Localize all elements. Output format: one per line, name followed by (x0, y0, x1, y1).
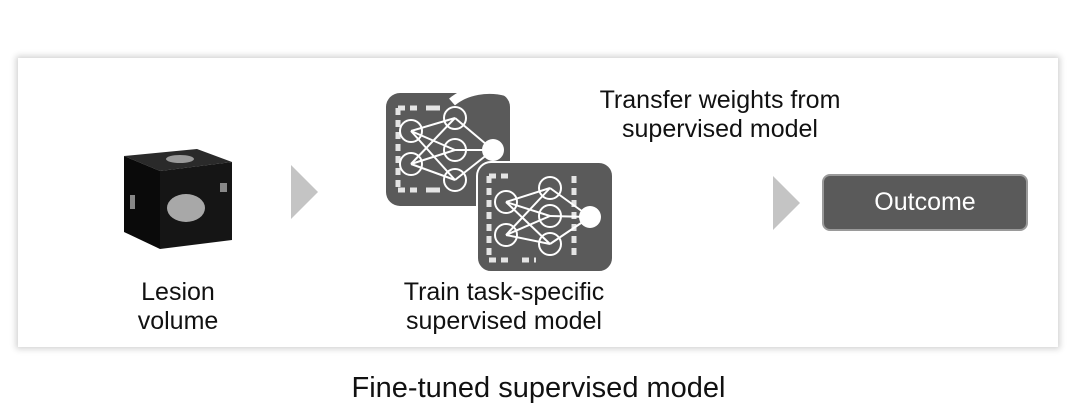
flow-arrow-2 (773, 176, 800, 230)
network-card-finetuned (476, 161, 614, 273)
outcome-box: Outcome (822, 174, 1028, 231)
transfer-weights-label: Transfer weights from supervised model (599, 86, 841, 143)
transfer-arrow (449, 84, 562, 152)
lesion-volume-cube (124, 149, 232, 249)
figure-caption: Fine-tuned supervised model (351, 372, 726, 404)
lesion-volume-label: Lesion volume (137, 278, 219, 335)
train-model-label: Train task-specific supervised model (403, 278, 605, 335)
flow-arrow-1 (291, 165, 318, 219)
